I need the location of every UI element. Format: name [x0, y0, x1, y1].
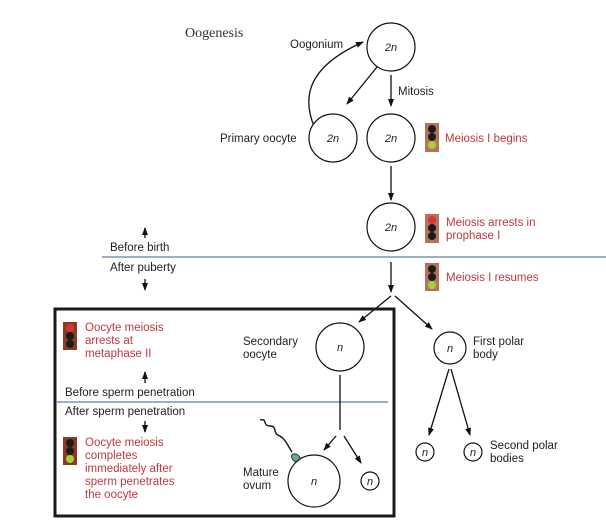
- primary-oocyte-cell: [308, 113, 358, 163]
- arrest-meta-text-1: Oocyte meiosis: [85, 322, 164, 334]
- first-polar-ploidy: n: [447, 343, 453, 355]
- mature-ovum-cell: [287, 454, 341, 508]
- traffic-light-icon-red: [425, 214, 439, 243]
- self-renewal-arrow: [308, 41, 364, 136]
- after-puberty-label: After puberty: [110, 262, 176, 274]
- complete-text-1: Oocyte meiosis: [85, 437, 164, 449]
- meiosis-begins-text: Meiosis I begins: [445, 133, 528, 145]
- to-first-polar-arrow: [394, 295, 433, 330]
- sperm-icon: [259, 418, 301, 463]
- mature-ovum-ploidy: n: [311, 476, 317, 488]
- secondary-oocyte-label-2: oocyte: [243, 349, 277, 361]
- mature-ovum-label-1: Mature: [243, 467, 279, 479]
- second-polar-body-1: [415, 442, 435, 462]
- complete-text-5: the oocyte: [85, 489, 138, 501]
- oogonium-cell: [366, 22, 416, 72]
- first-polar-body-cell: [433, 331, 467, 365]
- second-polar-label-2: bodies: [490, 453, 524, 465]
- primary-oocyte-ploidy: 2n: [326, 133, 339, 145]
- secondary-oocyte-ploidy: n: [337, 342, 343, 354]
- to-second-polar-arrow-2: [450, 368, 471, 436]
- meiosis-resumes-text: Meiosis I resumes: [446, 272, 539, 284]
- arrest-meta-text-3: metaphase II: [85, 348, 151, 360]
- polar-body-small-ploidy: n: [367, 476, 373, 488]
- oogonium-ploidy: 2n: [384, 42, 397, 54]
- second-polar-ploidy-2: n: [470, 447, 476, 459]
- second-polar-label-1: Second polar: [490, 440, 558, 452]
- primary-oocyte-cell-2: [366, 113, 416, 163]
- to-polar-arrow: [343, 435, 362, 464]
- before-sperm-label: Before sperm penetration: [65, 387, 195, 399]
- to-ovum-arrow: [323, 435, 337, 451]
- primary-oocyte-label: Primary oocyte: [220, 133, 297, 145]
- arrest-meta-text-2: arrests at: [85, 335, 134, 347]
- complete-text-3: immediately after: [85, 463, 173, 475]
- oogonium-label: Oogonium: [290, 39, 343, 51]
- first-polar-label-1: First polar: [473, 336, 524, 348]
- oogonium-to-primary-arrow: [346, 66, 378, 105]
- second-polar-ploidy-1: n: [422, 447, 428, 459]
- complete-text-4: sperm penetrates: [85, 476, 175, 488]
- before-birth-label: Before birth: [110, 242, 169, 254]
- second-polar-body-2: [463, 442, 483, 462]
- diagram-title: Oogenesis: [185, 26, 243, 41]
- secondary-oocyte-cell: [315, 322, 365, 372]
- traffic-light-icon-green-3: [63, 437, 77, 465]
- traffic-light-icon-green: [425, 123, 439, 152]
- traffic-light-icon-green-2: [425, 263, 439, 291]
- polar-body-small: [360, 471, 380, 491]
- traffic-light-icon-red-2: [63, 322, 77, 350]
- to-second-polar-arrow-1: [428, 368, 450, 436]
- arrested-oocyte-cell: [366, 202, 416, 252]
- arrest-prophase-text-2: prophase I: [446, 230, 500, 242]
- first-polar-label-2: body: [473, 349, 498, 361]
- post-puberty-box: [53, 307, 396, 518]
- mature-ovum-label-2: ovum: [243, 480, 271, 492]
- arrest-prophase-text-1: Meiosis arrests in: [446, 217, 535, 229]
- after-sperm-label: After sperm penetration: [65, 406, 185, 418]
- complete-text-2: completes: [85, 450, 138, 462]
- mitosis-label: Mitosis: [398, 86, 434, 98]
- primary-oocyte-ploidy-2: 2n: [384, 133, 397, 145]
- arrested-oocyte-ploidy: 2n: [384, 222, 397, 234]
- secondary-oocyte-label-1: Secondary: [243, 336, 298, 348]
